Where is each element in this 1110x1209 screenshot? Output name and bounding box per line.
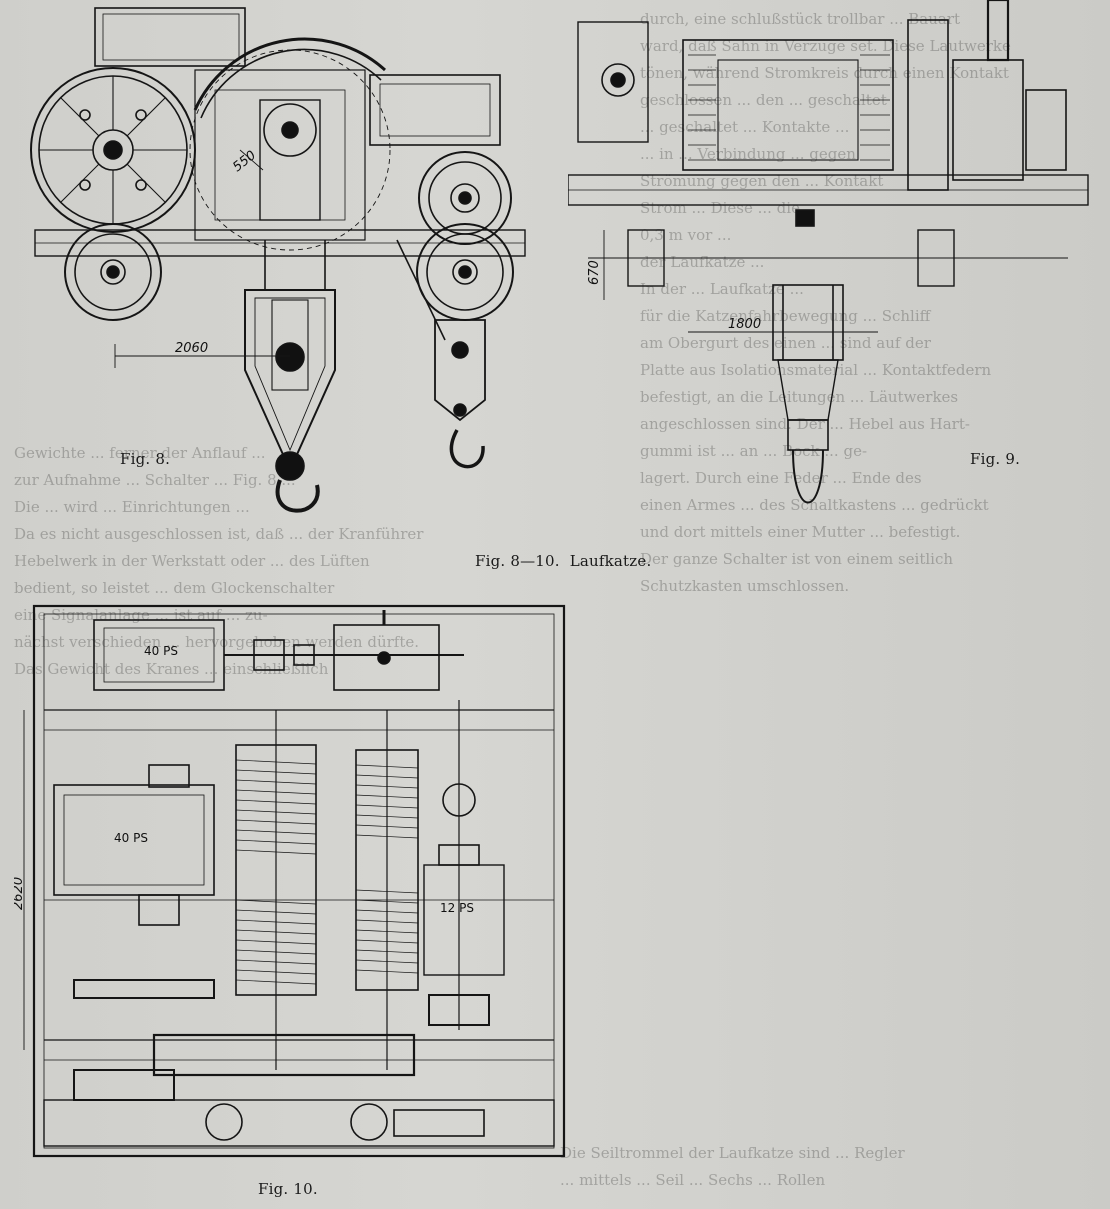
fig9-label: Fig. 9.: [970, 450, 1021, 468]
bleed-line: Gewichte ... ferner der Anflauf ...: [14, 444, 266, 462]
bleed-line: geschlossen ... den ... geschaltet: [640, 91, 887, 109]
figure-group-caption: Fig. 8—10. Laufkatze.: [475, 552, 651, 570]
bleed-line: In der ... Laufkatze ...: [640, 280, 804, 298]
figure-10-drawing: 40 PS 40 PS 12 PS 2620: [14, 604, 566, 1158]
fig8-dim-550: 550: [230, 148, 259, 175]
bleed-line: Das Gewicht des Kranes ... einschließlic…: [14, 660, 329, 678]
bleed-line: bedient, so leistet ... dem Glockenschal…: [14, 579, 335, 597]
bleed-line: nächst verschieden ... hervorgehoben wer…: [14, 633, 420, 651]
bleed-line: zur Aufnahme ... Schalter ... Fig. 8 ...: [14, 471, 296, 489]
fig8-label: Fig. 8.: [120, 450, 171, 468]
bleed-line: Da es nicht ausgeschlossen ist, daß ... …: [14, 525, 424, 543]
bleed-line: durch, eine schlußstück trollbar ... Bau…: [640, 10, 961, 28]
fig9-dim-670: 670: [587, 260, 602, 285]
bleed-text-bottom: Die Seiltrommel der Laufkatze sind ... R…: [560, 1140, 905, 1194]
bleed-line: angeschlossen sind. Der ... Hebel aus Ha…: [640, 415, 970, 433]
bleed-text-left: Gewichte ... ferner der Anflauf ... zur A…: [14, 440, 423, 683]
bleed-line: lagert. Durch eine Feder ... Ende des: [640, 469, 922, 487]
figure-group-number: Fig. 8—10.: [475, 552, 560, 570]
bleed-line: Die Seiltrommel der Laufkatze sind ... R…: [560, 1144, 905, 1162]
bleed-line: am Obergurt des einen ... sind auf der: [640, 334, 931, 352]
bleed-line: Schutzkasten umschlossen.: [640, 577, 850, 595]
bleed-line: Platte aus Isolationsmaterial ... Kontak…: [640, 361, 992, 379]
bleed-line: befestigt, an die Leitungen ... Läutwerk…: [640, 388, 959, 406]
bleed-line: Hebelwerk in der Werkstatt oder ... des …: [14, 552, 370, 570]
fig8-dim-2060: 2060: [175, 341, 208, 356]
bleed-line: für die Katzenfahrbewegung ... Schliff: [640, 307, 931, 325]
bleed-line: Die ... wird ... Einrichtungen ...: [14, 498, 250, 516]
fig10-label: Fig. 10.: [258, 1180, 318, 1198]
bleed-line: ... geschaltet ... Kontakte ...: [640, 118, 850, 136]
bleed-line: gummi ist ... an ... Bock ... ge-: [640, 442, 868, 460]
bleed-line: ward, daß Sahn in Verzuge set. Diese Lau…: [640, 37, 1011, 55]
motor-plate-top: 40 PS: [144, 644, 178, 658]
bleed-line: Strömung gegen den ... Kontakt: [640, 172, 884, 190]
figure-8-drawing: 2060 550: [30, 7, 526, 513]
bleed-line: Strom ... Diese ... die: [640, 199, 800, 217]
bleed-text-right: durch, eine schlußstück trollbar ... Bau…: [640, 6, 1011, 600]
motor-plate-left: 40 PS: [114, 831, 148, 845]
bleed-line: Der ganze Schalter ist von einem seitlic…: [640, 550, 954, 568]
fig9-dim-1800: 1800: [728, 317, 761, 332]
bleed-line: und dort mittels einer Mutter ... befest…: [640, 523, 961, 541]
bleed-line: ... in ... Verbindung ... gegen: [640, 145, 856, 163]
motor-plate-small: 12 PS: [440, 901, 474, 915]
fig10-dim-2620: 2620: [14, 877, 26, 910]
bleed-line: ... mittels ... Seil ... Sechs ... Rolle…: [560, 1171, 826, 1189]
bleed-line: tönen, während Stromkreis durch einen Ko…: [640, 64, 1009, 82]
figure-9-drawing: 1800 670: [568, 0, 1089, 504]
bleed-line: einen Armes ... des Schaltkastens ... ge…: [640, 496, 989, 514]
figure-group-title: Laufkatze.: [569, 552, 652, 570]
